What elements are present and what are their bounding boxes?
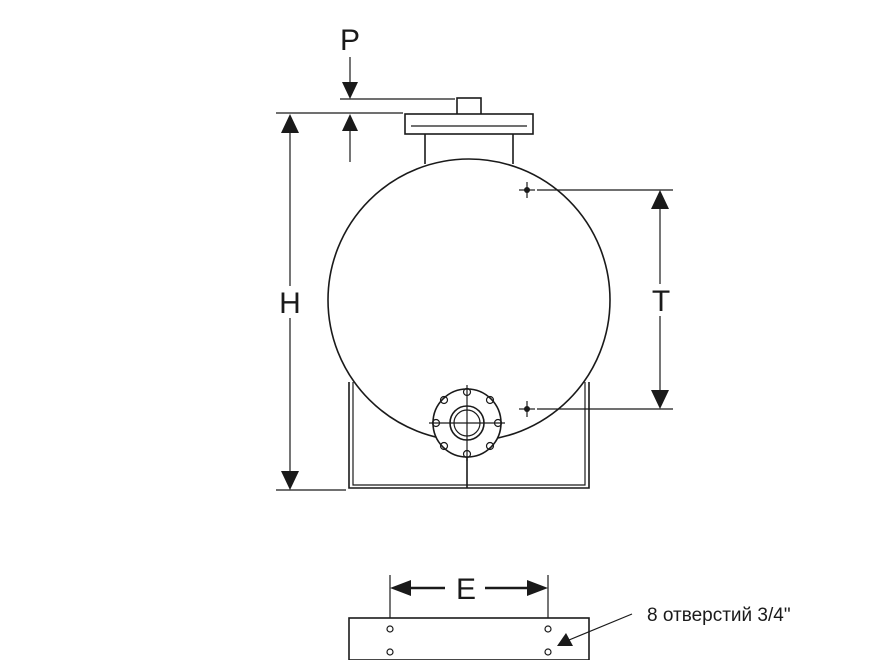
dimension-e: E [389, 573, 549, 618]
holes-callout-text: 8 отверстий 3/4" [647, 605, 791, 626]
top-fitting [404, 97, 534, 164]
upper-port-marker [519, 182, 535, 198]
dimension-t: T [537, 189, 673, 410]
lower-port-marker [519, 401, 535, 417]
label-e: E [456, 573, 476, 606]
label-h: H [279, 287, 301, 320]
bottom-flange [429, 385, 505, 461]
label-t: T [652, 285, 670, 318]
flange-bolt-holes [431, 387, 503, 459]
dimension-p: P [276, 24, 455, 162]
base-plate-holes [386, 625, 552, 656]
base-plate [348, 617, 590, 660]
holes-callout: 8 отверстий 3/4" [557, 605, 791, 646]
label-p: P [340, 24, 360, 57]
dimension-h: H [276, 114, 346, 491]
